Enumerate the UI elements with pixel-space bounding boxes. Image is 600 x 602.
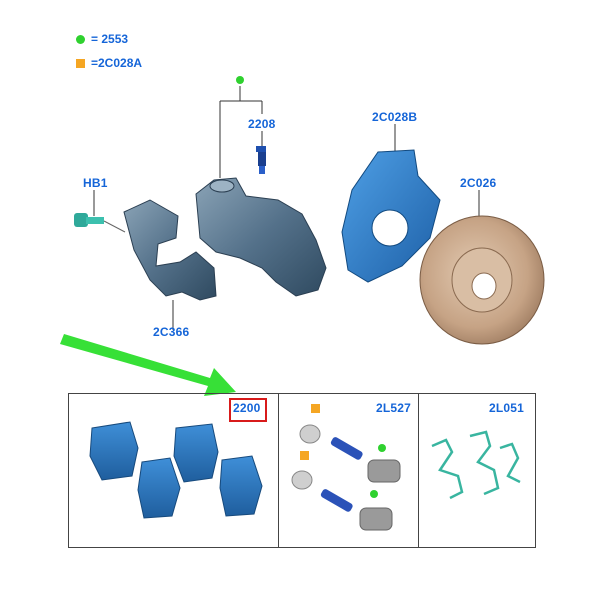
pointer-arrow-icon — [60, 334, 236, 396]
callout-2l527[interactable]: 2L527 — [376, 401, 412, 415]
legend-label-2553: = 2553 — [91, 32, 129, 46]
legend-item-orange: =2C028A — [76, 56, 142, 70]
selected-part-highlight — [229, 398, 267, 422]
guide-pin-kit-icon — [291, 404, 401, 531]
caliper-body-icon — [195, 177, 327, 297]
anti-rattle-springs-icon — [431, 430, 521, 500]
bleed-screw-icon — [256, 146, 266, 174]
kit-panel-divider-1 — [278, 393, 279, 547]
legend-item-green: = 2553 — [76, 32, 128, 46]
kit-panel-frame — [68, 393, 536, 548]
callout-2208[interactable]: 2208 — [248, 117, 276, 131]
caliper-bracket-icon — [123, 199, 217, 301]
callout-2c366[interactable]: 2C366 — [153, 325, 190, 339]
brake-pads-icon — [89, 421, 263, 519]
legend-label-2c028a: =2C028A — [91, 56, 143, 70]
leader-2553 — [219, 86, 263, 178]
callout-2l051[interactable]: 2L051 — [489, 401, 525, 415]
callout-2c026[interactable]: 2C026 — [460, 176, 497, 190]
callout-2200[interactable]: 2200 — [233, 401, 261, 415]
callout-hb1[interactable]: HB1 — [83, 176, 108, 190]
hb1-bolt-icon — [74, 213, 126, 233]
callout-2c028b[interactable]: 2C028B — [372, 110, 418, 124]
orange-square-icon — [76, 58, 85, 68]
green-dot-icon — [76, 34, 85, 44]
green-dot-icon — [236, 76, 244, 84]
kit-panel-divider-2 — [418, 393, 419, 547]
